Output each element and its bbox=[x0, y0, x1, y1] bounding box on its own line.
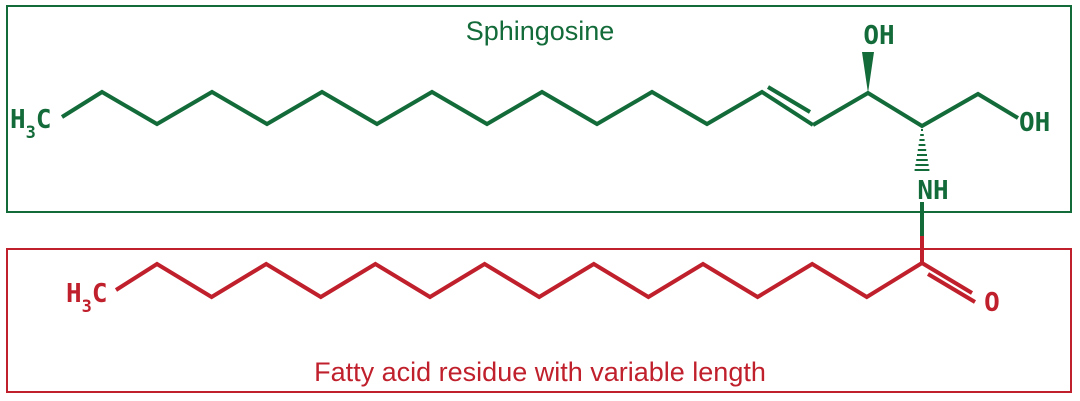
carbonyl-double-bond bbox=[926, 272, 977, 304]
amine-label: NH bbox=[917, 176, 948, 206]
carbonyl-bond bbox=[920, 261, 974, 295]
sphingosine-headgroup-bonds bbox=[811, 90, 1020, 129]
sphingosine-box bbox=[6, 5, 1072, 213]
carbonyl-oxygen-label: O bbox=[984, 288, 1000, 318]
hydroxyl-top-label: OH bbox=[863, 21, 894, 51]
fatty-acid-methyl-label: H3C bbox=[66, 279, 108, 317]
hydroxyl-right-label: OH bbox=[1019, 108, 1050, 138]
hashed-wedge-bond bbox=[914, 129, 930, 171]
fatty-acid-box bbox=[6, 248, 1072, 393]
fatty-acid-title: Fatty acid residue with variable length bbox=[314, 357, 766, 387]
sphingosine-carbon-chain bbox=[60, 89, 815, 127]
fatty-acid-carbon-chain bbox=[114, 261, 924, 300]
sphingosine-title: Sphingosine bbox=[466, 16, 615, 46]
sphingosine-methyl-label: H3C bbox=[10, 105, 52, 143]
wedge-bond bbox=[862, 52, 874, 93]
trans-double-bond bbox=[766, 85, 812, 114]
